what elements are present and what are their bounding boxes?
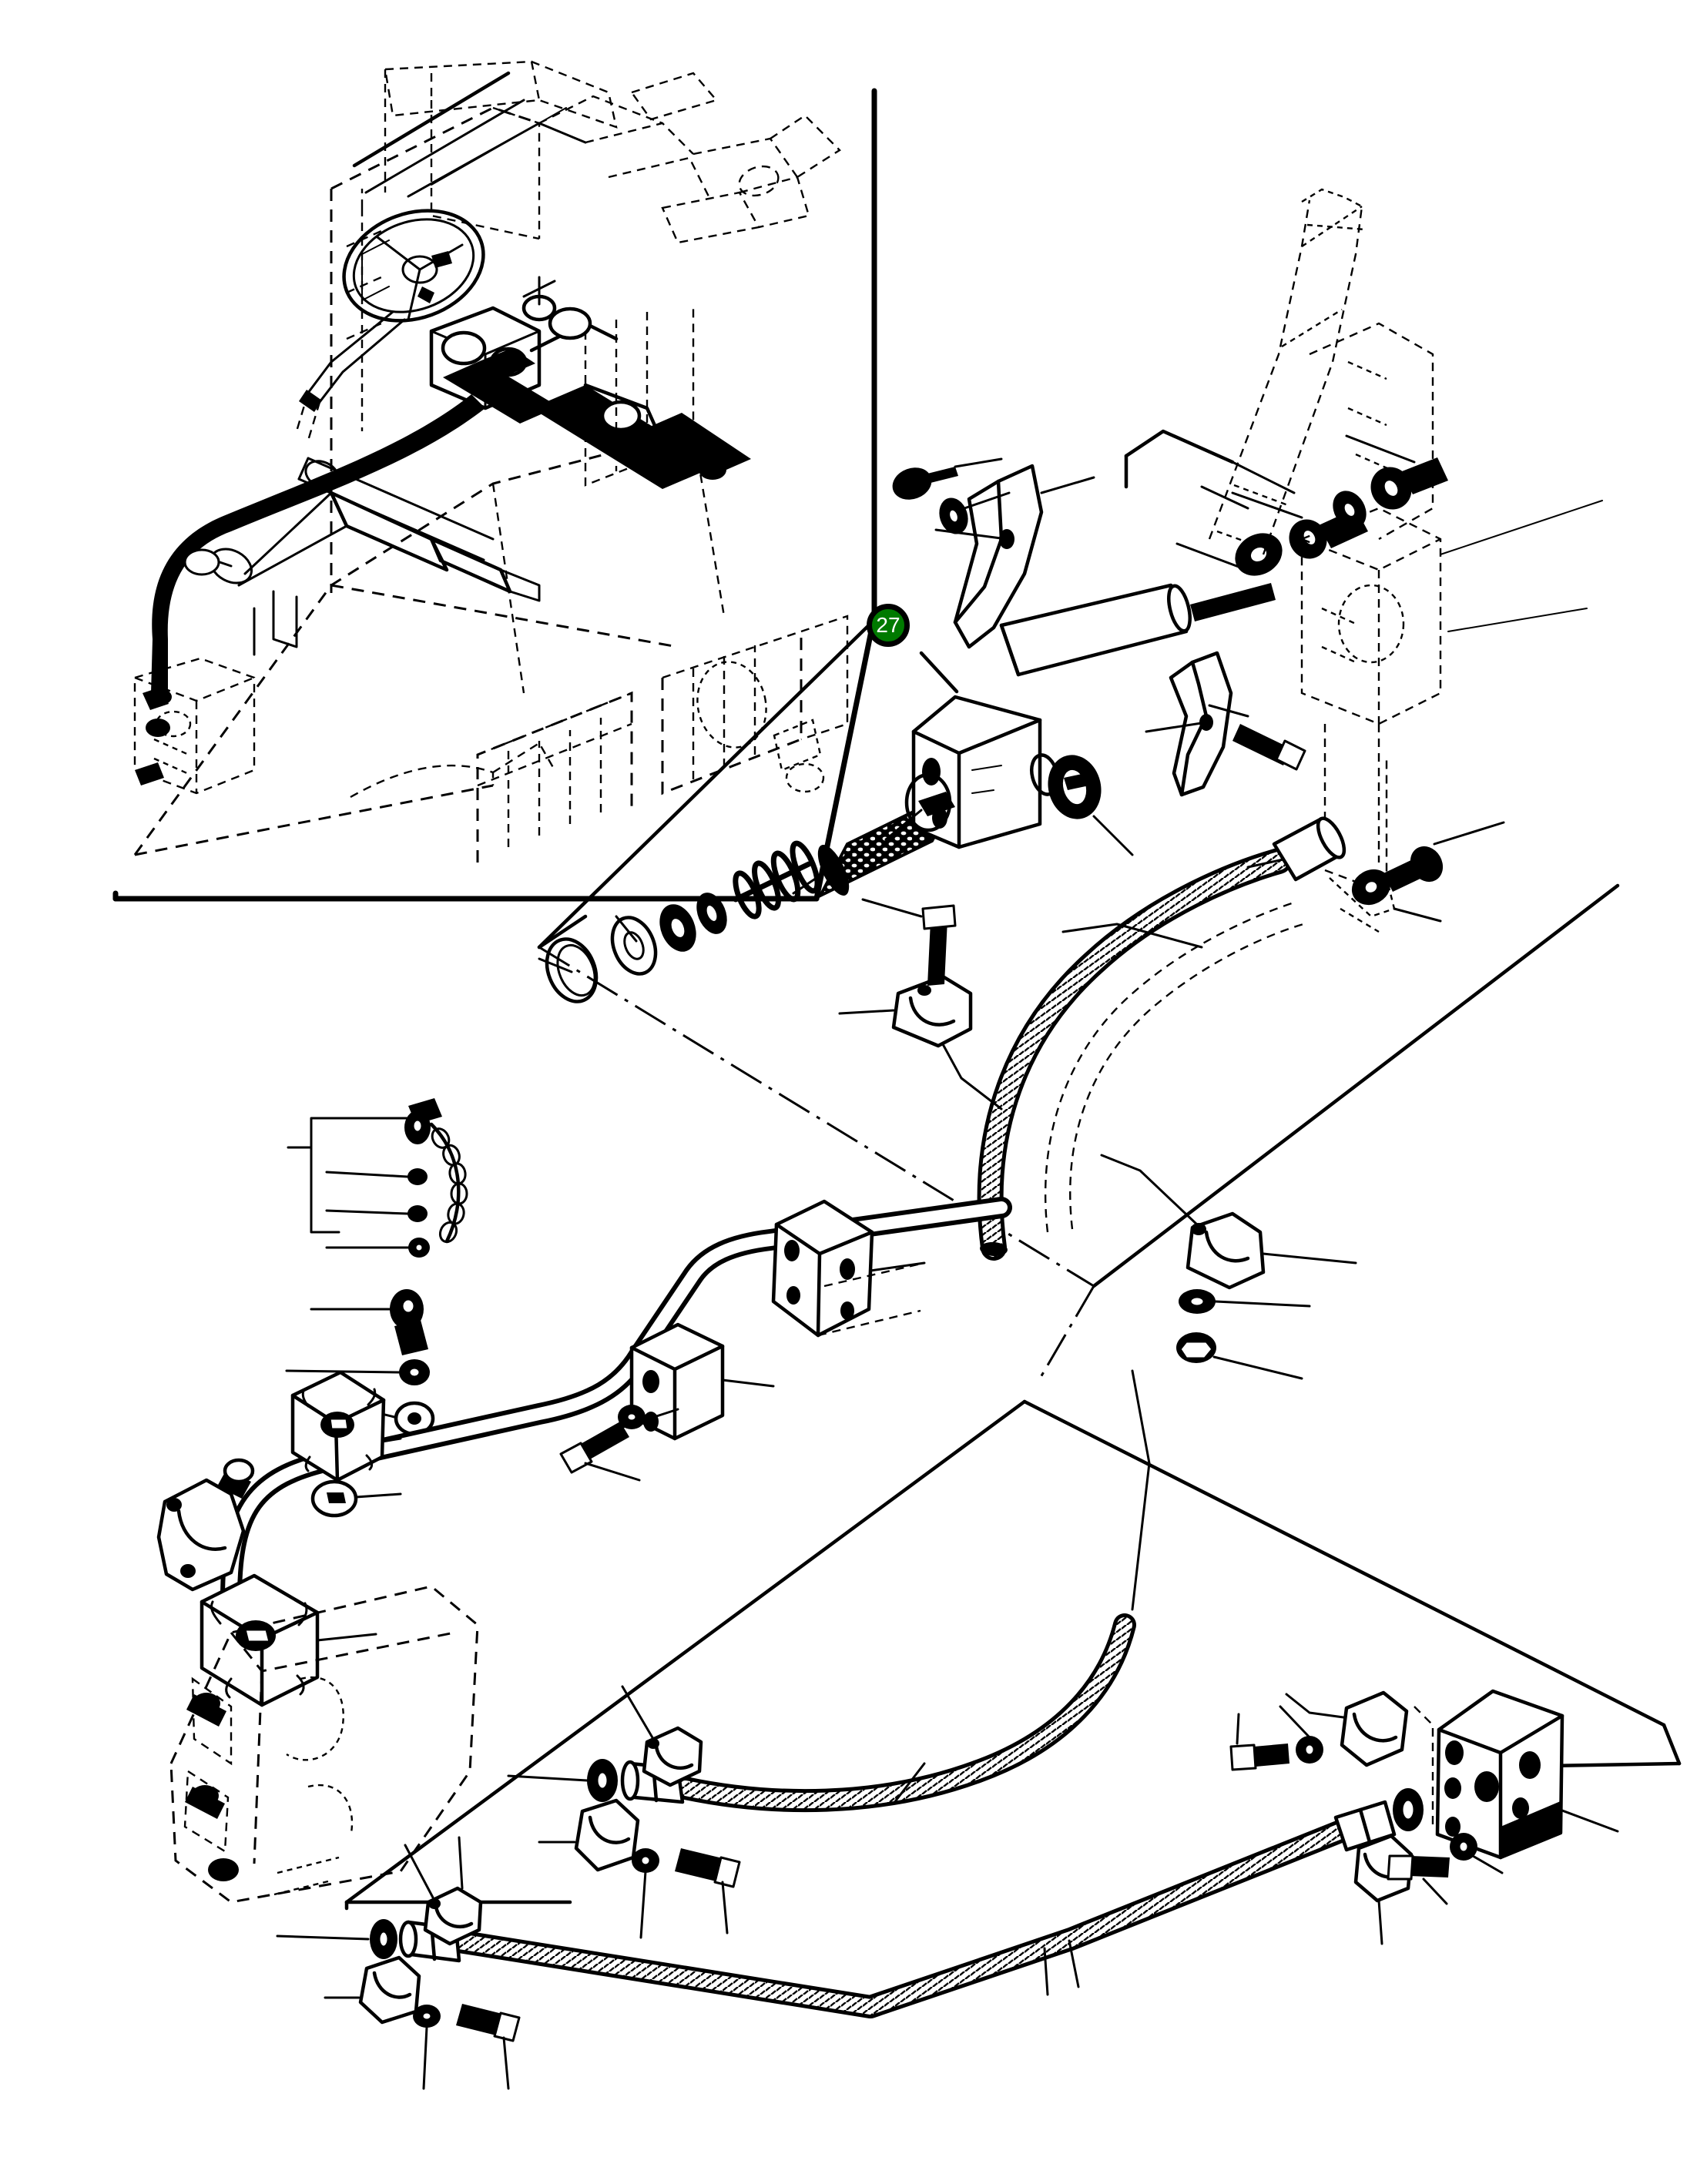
- split-flange-lower-a: [538, 1798, 640, 1872]
- filter-and-valve-group: [538, 457, 1306, 1003]
- valve-clamp-bolt-upper: [1229, 1713, 1289, 1771]
- steering-gear-upper-flange: [290, 1370, 402, 1482]
- support-block-washer: [618, 1405, 646, 1429]
- steering-gear-flange: [200, 1573, 377, 1707]
- washer-large: [610, 915, 658, 976]
- hose-clamp-half: [1100, 1154, 1357, 1290]
- clamp-bolt: [861, 898, 957, 986]
- valve-clamp-lower: [1353, 1834, 1414, 1945]
- split-flange-lower-b: [324, 1955, 421, 2025]
- lower-hose-group-a: [507, 1369, 1151, 1939]
- hose-seal-ring-b: [276, 1919, 397, 1959]
- steering-column-shaft: [1208, 188, 1366, 555]
- hose-split-flange-b: [404, 1836, 483, 1946]
- steering-gear-tube-group: [156, 1098, 1012, 1904]
- control-valve-block: [1435, 1689, 1619, 1860]
- pressure-hose-upper: [977, 848, 1304, 1261]
- tube-mount-flange: [771, 1199, 926, 1338]
- sealing-washer: [1333, 491, 1367, 529]
- clip-bolt: [1208, 704, 1306, 771]
- upper-right-fitting-group: [1124, 188, 1603, 933]
- support-block-bolt: [559, 1408, 679, 1482]
- snap-ring: [538, 937, 599, 1003]
- grease-fitting: [404, 1098, 442, 1144]
- split-flange-washer-a: [632, 1848, 659, 1939]
- bracket-bolt: [892, 457, 1003, 500]
- callout-leader-27: [919, 651, 959, 694]
- retaining-clip: [1145, 651, 1233, 797]
- tube-support-block: [629, 1322, 775, 1441]
- split-flange-washer-b: [413, 2005, 441, 2090]
- steering-gear-arm: [156, 1458, 255, 1592]
- inset-machine-overview: [133, 60, 849, 863]
- spring-seat: [696, 893, 727, 934]
- flange-gasket-ring: [310, 1479, 402, 1518]
- valve-clamp-washer-upper: [1279, 1705, 1323, 1764]
- split-flange-bolt-a: [675, 1848, 741, 1934]
- valve-port-seal: [1393, 1788, 1424, 1831]
- clamp-bracket: [838, 974, 1003, 1110]
- valve-spool-cylinder: [999, 583, 1276, 677]
- steering-gear-housing: [169, 1585, 479, 1904]
- valve-clamp-washer-lower: [1450, 1833, 1504, 1874]
- clamp-washer: [1179, 1289, 1311, 1314]
- inset-control-valve-cluster: [429, 276, 751, 489]
- split-flange-bolt-b: [456, 2004, 521, 2090]
- bracket-washer: [939, 491, 1011, 534]
- chain-link-pin-mid: [325, 1205, 428, 1222]
- valve-clamp-upper: [1285, 1690, 1409, 1767]
- union-nut: [1175, 533, 1283, 576]
- ball-joint-washer: [285, 1359, 430, 1385]
- chain-link-pin-upper: [325, 1168, 428, 1185]
- lower-hose-group-b: [276, 1811, 1375, 2090]
- upper-hose-group: [838, 816, 1505, 1380]
- hose-adapter: [1351, 821, 1505, 923]
- ball-joint-upper: [310, 1289, 428, 1355]
- hose-split-flange-a: [621, 1685, 703, 1787]
- callout-badge-27[interactable]: 27: [867, 604, 910, 647]
- inset-chassis-rails: [476, 308, 849, 863]
- supply-hose-lower: [443, 1811, 1375, 2018]
- inset-steering-wheel: [295, 209, 485, 441]
- valve-body-block: [884, 695, 1042, 849]
- valve-hose-ferrule: [1333, 1800, 1397, 1852]
- compression-spring: [733, 840, 820, 919]
- chain-washer: [325, 1238, 430, 1258]
- o-ring-seal: [1029, 753, 1060, 796]
- washer-small: [659, 904, 696, 952]
- hose-end-nut: [1246, 816, 1346, 882]
- mounting-bracket-clip: [934, 464, 1095, 649]
- inset-panel-border: [112, 88, 877, 902]
- valve-clamp-bolt-lower: [1387, 1854, 1450, 1905]
- elbow-fitting: [1345, 434, 1448, 510]
- inset-steering-cylinder: [183, 457, 541, 656]
- retaining-chain: [429, 1122, 468, 1244]
- control-valve-block-group: [1229, 1689, 1619, 1945]
- clamp-nut: [1176, 1332, 1303, 1380]
- return-hose-lower: [674, 1369, 1151, 1813]
- inset-axle-housing: [133, 657, 256, 795]
- hose-seal-ring-a: [507, 1759, 618, 1802]
- port-plug: [1048, 755, 1134, 856]
